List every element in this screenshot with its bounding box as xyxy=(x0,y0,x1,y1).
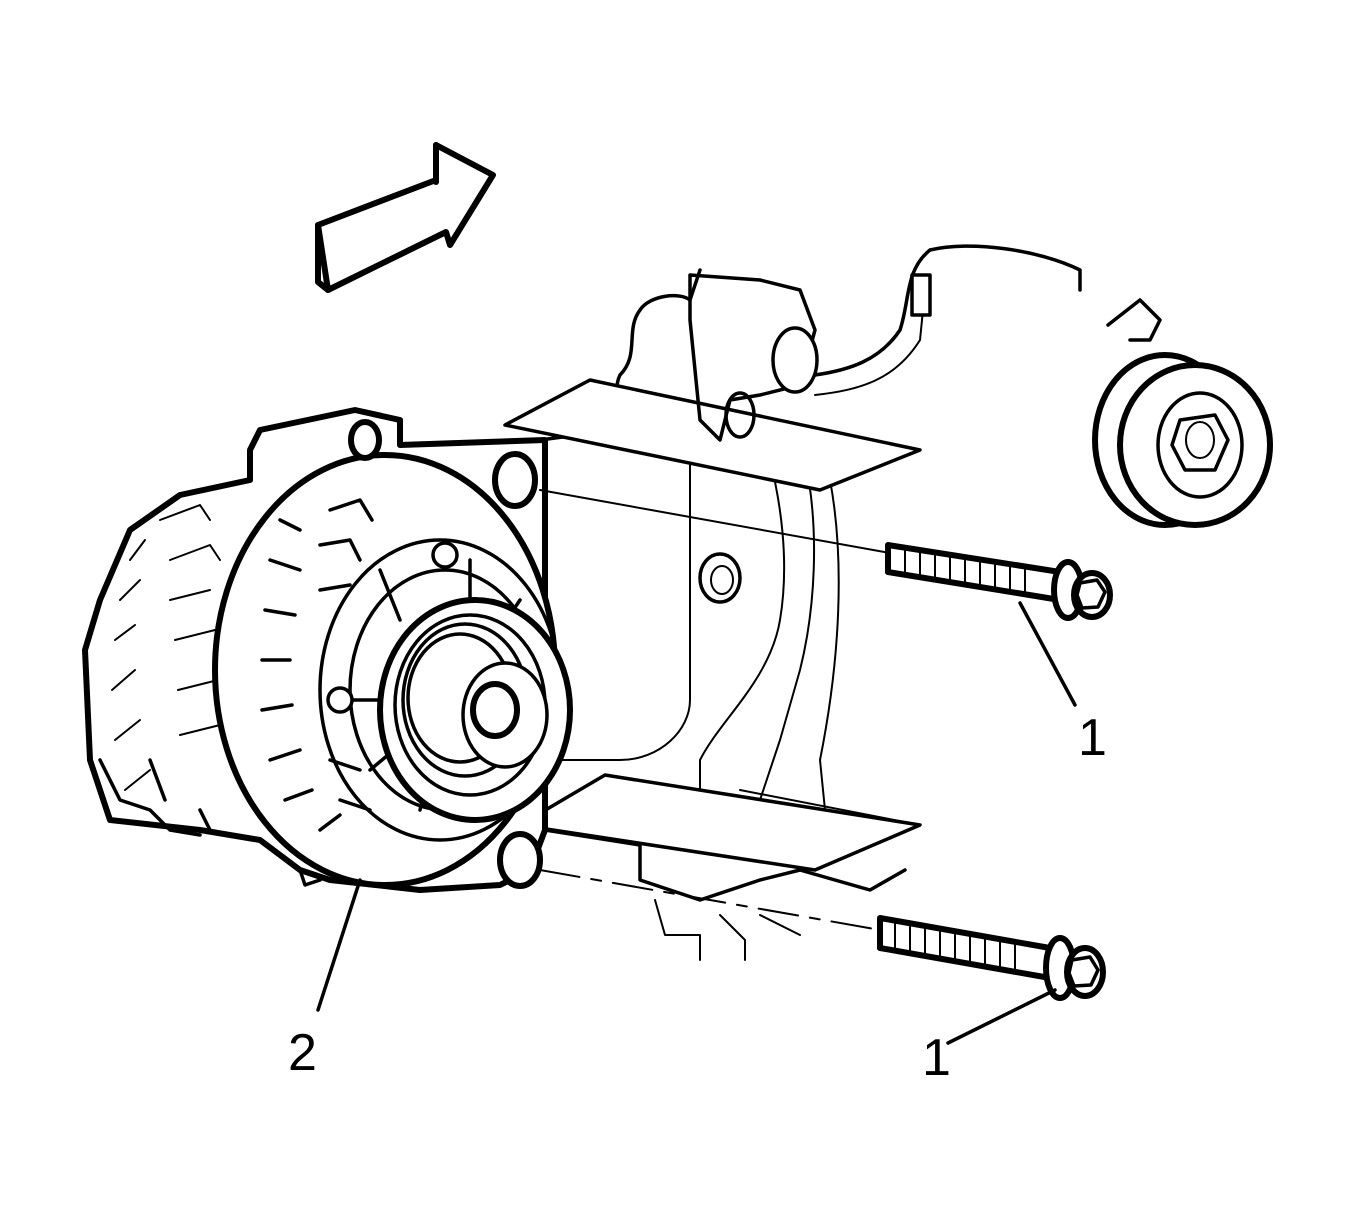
belt-tensioner xyxy=(688,244,1273,528)
generator xyxy=(82,407,573,893)
leader-bolt-upper xyxy=(1018,601,1077,707)
leader-generator xyxy=(316,878,362,1012)
mounting-bracket xyxy=(503,268,922,961)
bolt-alignment-lines xyxy=(539,489,921,931)
callout-number-generator: 2 xyxy=(288,1024,317,1082)
bolt-upper xyxy=(885,542,1113,621)
callout-leaders xyxy=(316,601,1077,1045)
leader-bolt-lower xyxy=(946,988,1057,1045)
callout-number-bolt-lower: 1 xyxy=(922,1029,951,1087)
front-direction-arrow-icon xyxy=(315,142,496,293)
bolt-lower xyxy=(877,915,1106,1001)
callout-number-bolt-upper: 1 xyxy=(1078,709,1107,767)
